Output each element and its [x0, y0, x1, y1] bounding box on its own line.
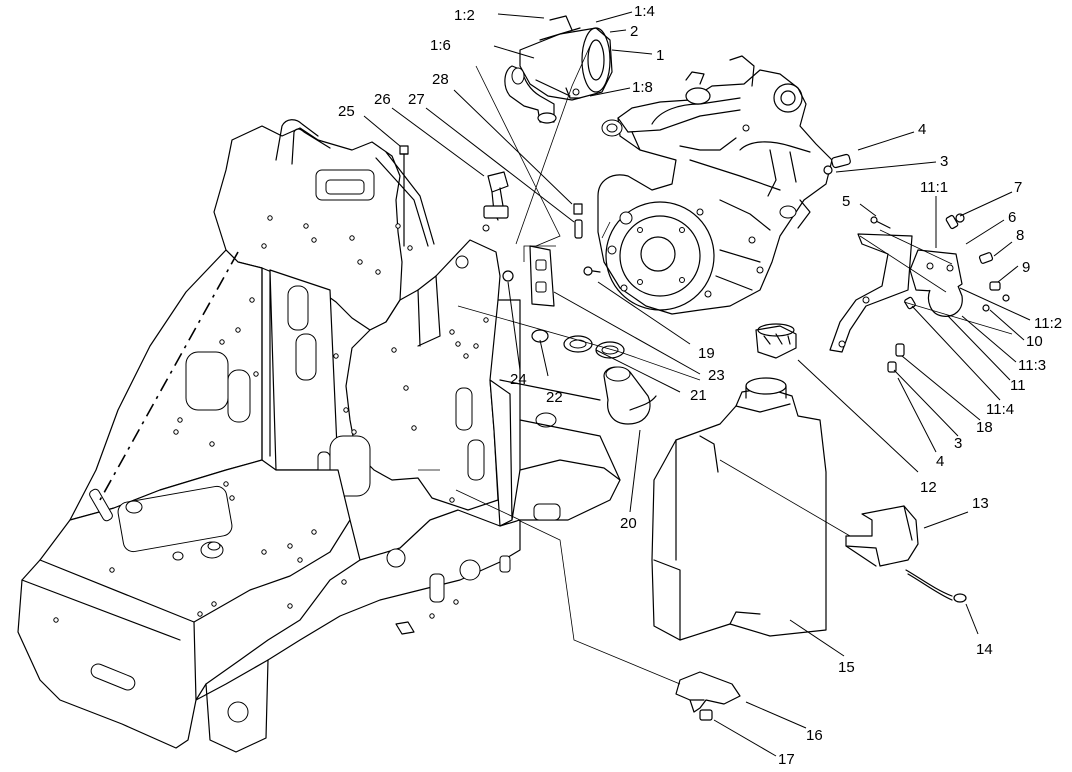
callout-1-8: 1:8: [632, 79, 653, 96]
callout-27: 27: [408, 91, 425, 108]
callout-18: 18: [976, 419, 993, 436]
bracket-16: [675, 671, 741, 721]
callout-16: 16: [806, 727, 823, 744]
callout-8: 8: [1016, 227, 1024, 244]
callout-4-top: 4: [918, 121, 926, 138]
callout-5: 5: [842, 193, 850, 210]
callout-11-1: 11:1: [920, 179, 948, 196]
callout-11-4: 11:4: [986, 401, 1014, 418]
callout-20: 20: [620, 515, 637, 532]
callout-3-top: 3: [940, 153, 948, 170]
callout-3-bottom: 3: [954, 435, 962, 452]
callout-17: 17: [778, 751, 795, 768]
callout-10: 10: [1026, 333, 1043, 350]
engine: [597, 55, 833, 315]
callout-9: 9: [1022, 259, 1030, 276]
fuel-tank: [651, 323, 827, 641]
callout-7: 7: [1014, 179, 1022, 196]
callout-11-2: 11:2: [1034, 315, 1062, 332]
small-parts: [399, 145, 1010, 425]
callout-1-2: 1:2: [454, 7, 475, 24]
callout-6: 6: [1008, 209, 1016, 226]
callout-21: 21: [690, 387, 707, 404]
bracket-13: [845, 505, 967, 603]
callout-2: 2: [630, 23, 638, 40]
callout-15: 15: [838, 659, 855, 676]
callout-1-4: 1:4: [634, 3, 655, 20]
callout-14: 14: [976, 641, 993, 658]
callout-13: 13: [972, 495, 989, 512]
callout-24: 24: [510, 371, 527, 388]
callout-labels: 1:2 1:4 2 1:6 1 28 1:8 26 27 25 4 3 11:1…: [338, 3, 1062, 768]
callout-25: 25: [338, 103, 355, 120]
callout-28: 28: [432, 71, 449, 88]
callout-11: 11: [1010, 377, 1026, 394]
callout-26: 26: [374, 91, 391, 108]
frame-bolt-holes: [53, 215, 489, 623]
callout-23: 23: [708, 367, 725, 384]
callout-1: 1: [656, 47, 664, 64]
assembly-lines: [418, 221, 1013, 685]
leader-lines: [363, 11, 1031, 757]
callout-11-3: 11:3: [1018, 357, 1046, 374]
main-frame: [17, 119, 621, 753]
callout-22: 22: [546, 389, 563, 406]
callout-12: 12: [920, 479, 937, 496]
callout-19: 19: [698, 345, 715, 362]
callout-1-6: 1:6: [430, 37, 451, 54]
callout-4-bottom: 4: [936, 453, 944, 470]
air-cleaner: [504, 15, 613, 124]
